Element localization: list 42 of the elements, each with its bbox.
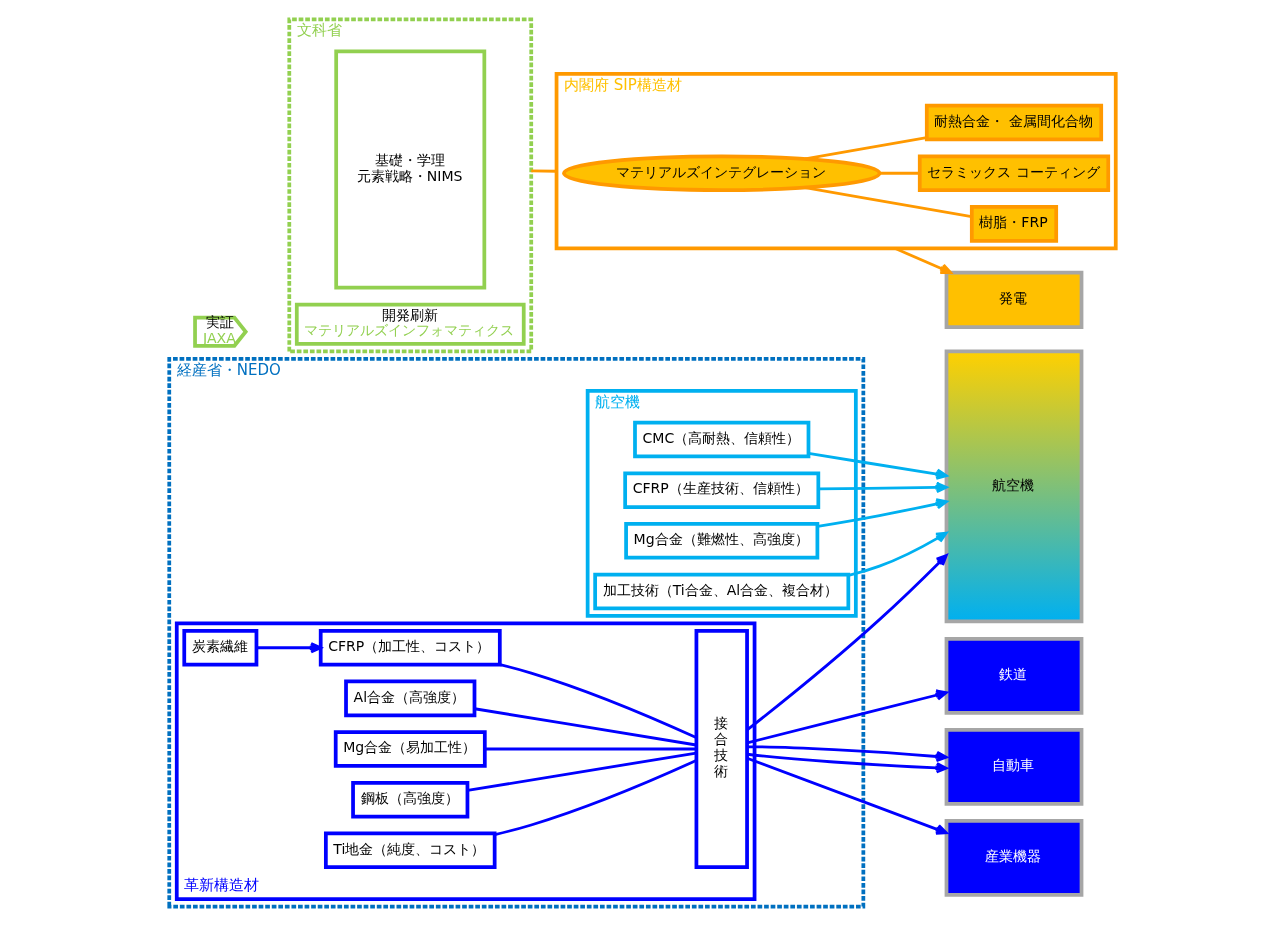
node-box: 鉄道	[944, 636, 1083, 715]
arrow	[256, 642, 322, 654]
connector	[473, 707, 696, 747]
connector	[530, 169, 557, 173]
arrow	[818, 481, 948, 494]
node-box: 鋼板（高強度）	[350, 780, 469, 819]
node-box: Al合金（高強度）	[343, 679, 476, 718]
connector	[879, 171, 920, 175]
node-box: 発電	[944, 270, 1083, 329]
node-box: Mg合金（易加工性）	[333, 730, 487, 768]
connector	[804, 186, 972, 218]
connector	[494, 759, 697, 836]
node-box: 航空機	[944, 349, 1083, 624]
node-box: 加工技術（Ti合金、Al合金、複合材）	[592, 572, 850, 611]
node-box: 耐熱合金・ 金属間化合物	[924, 103, 1103, 142]
connector	[804, 136, 927, 161]
node-box: 開発刷新 マテリアルズインフォマティクス	[294, 302, 526, 346]
node-ellipse: マテリアルズインテグレーション	[561, 154, 881, 192]
arrow	[847, 531, 948, 577]
arrow	[893, 246, 952, 275]
node-box: Mg合金（難燃性、高強度）	[623, 522, 819, 560]
connector	[466, 751, 696, 792]
node-box: CMC（高耐熱、信頼性）	[632, 420, 810, 459]
arrow	[746, 689, 948, 745]
node-box: 自動車	[944, 727, 1083, 806]
arrow	[807, 452, 948, 480]
node-box: 炭素繊維	[181, 629, 258, 667]
node-box: 基礎・学理 元素戦略・NIMS	[333, 49, 486, 290]
node-box: 産業機器	[944, 818, 1083, 897]
connector	[499, 663, 697, 739]
connector	[484, 747, 696, 751]
arrow	[746, 756, 948, 835]
node-box: 樹脂・FRP	[969, 205, 1058, 243]
arrow	[817, 498, 948, 528]
node-box: CFRP（生産技術、信頼性）	[622, 471, 820, 509]
node-box: CFRP（加工性、コスト）	[318, 629, 502, 667]
arrow	[746, 752, 948, 774]
arrow	[746, 745, 948, 763]
node-box: 接合技術	[694, 629, 749, 870]
node-box: Ti地金（純度、コスト）	[323, 831, 497, 870]
node-box: セラミックス コーティング	[917, 154, 1110, 192]
arrow	[745, 554, 948, 732]
